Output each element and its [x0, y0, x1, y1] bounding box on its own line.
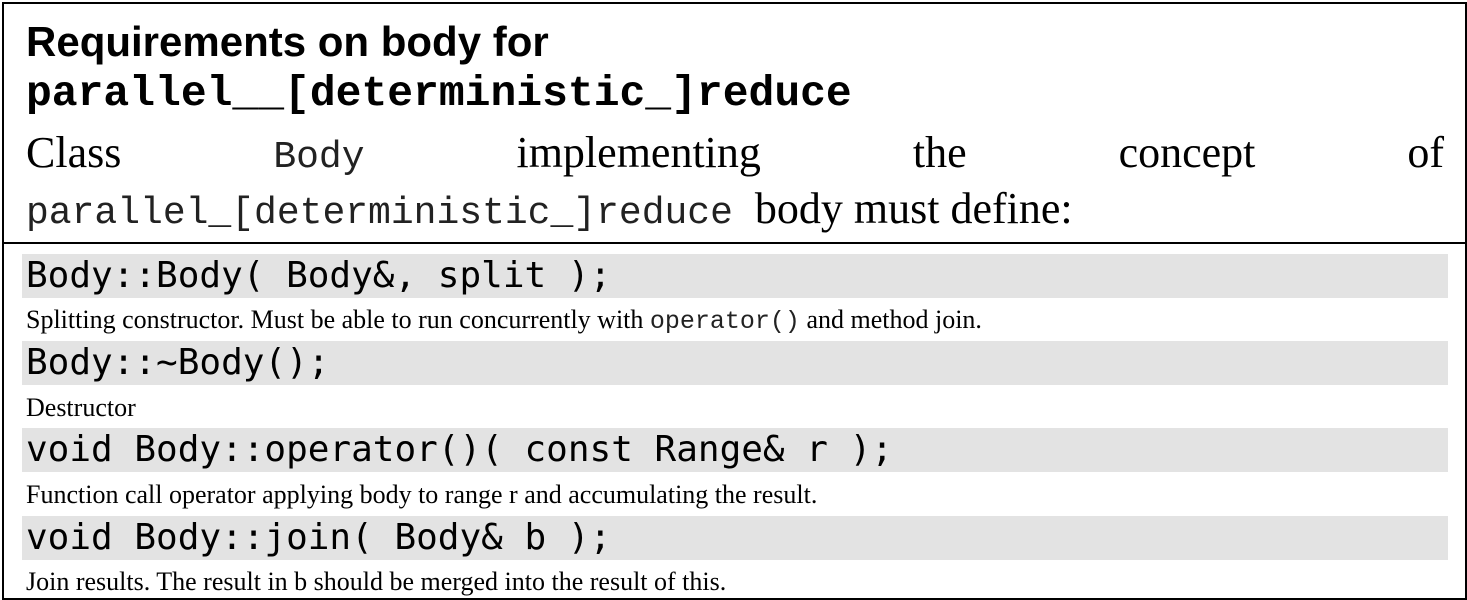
desc-word: Class: [26, 128, 122, 177]
signature-function-call-operator: void Body::operator()( const Range& r );: [22, 428, 1448, 472]
desc-word: the: [912, 128, 967, 177]
description-text: Splitting constructor. Must be able to r…: [26, 305, 644, 334]
signature-split-constructor: Body::Body( Body&, split );: [22, 254, 1448, 298]
description-text: and method join.: [806, 305, 982, 334]
desc-word: implementing: [516, 128, 761, 177]
table-header: Requirements on body for parallel__[dete…: [4, 4, 1465, 244]
desc-code: parallel_[deterministic_]reduce: [26, 192, 733, 235]
description-code: operator(): [649, 307, 800, 336]
header-description-line1: Class Body implementing the concept of: [26, 126, 1444, 185]
table-title-code: parallel__[deterministic_]reduce: [26, 69, 852, 118]
header-description-line2: parallel_[deterministic_]reduce body must…: [26, 182, 1073, 241]
description-destructor: Destructor: [26, 393, 136, 422]
desc-text: body must define:: [754, 184, 1073, 233]
signature-join: void Body::join( Body& b );: [22, 516, 1448, 560]
desc-word: of: [1407, 128, 1444, 177]
description-join: Join results. The result in b should be …: [26, 567, 727, 596]
table-title: Requirements on body for: [26, 18, 549, 65]
desc-word: concept: [1118, 128, 1256, 177]
description-split-constructor: Splitting constructor. Must be able to r…: [26, 303, 982, 339]
desc-code-word: Body: [273, 136, 365, 179]
description-function-call-operator: Function call operator applying body to …: [26, 480, 818, 509]
signature-destructor: Body::~Body();: [22, 341, 1448, 385]
